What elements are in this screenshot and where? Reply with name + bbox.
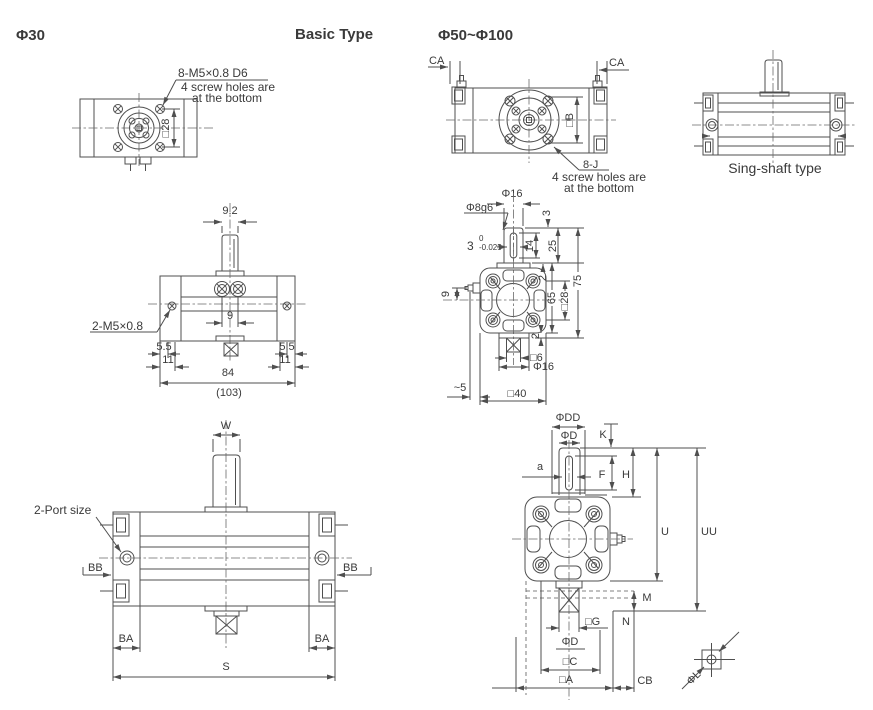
dim-f: F xyxy=(599,469,606,481)
dim-square6: □6 xyxy=(530,352,543,364)
note-screws-line2: at the bottom xyxy=(564,181,634,195)
dim-a: a xyxy=(537,461,544,473)
dim-84: 84 xyxy=(222,367,234,379)
dim-11-right: 11 xyxy=(279,354,290,366)
side-port xyxy=(464,282,481,294)
dim-ba-left: BA xyxy=(119,633,134,645)
dim-k: K xyxy=(599,429,607,441)
dim-square-g: □G xyxy=(585,616,600,628)
callout-2m5: 2-M5×0.8 xyxy=(92,319,143,333)
dim-ca-left: CA xyxy=(429,55,445,67)
corner-bolts xyxy=(485,273,541,328)
dim-14: 14 xyxy=(524,240,536,252)
dim-phi-d-bottom: ΦD xyxy=(562,636,579,648)
dim-11-left: 11 xyxy=(162,354,173,366)
dim-phi-d-top: ΦD xyxy=(561,430,578,442)
top-bolts xyxy=(456,75,603,88)
dim-square28: □28 xyxy=(160,119,172,138)
note-screws-line1: 4 screw holes are xyxy=(552,170,646,184)
callout-screws-spec: 8-M5×0.8 D6 xyxy=(178,66,248,80)
fig-phi30-top-view: □28 8-M5×0.8 D6 4 screw holes are at the… xyxy=(72,66,275,171)
dim-key-tol-upper: 0 xyxy=(479,234,484,243)
dim-approx5: ~5 xyxy=(454,382,467,394)
dim-square28: □28 xyxy=(559,292,571,311)
caption-single-shaft: Sing-shaft type xyxy=(728,160,822,176)
fig-phi50-front-view: Φ16 Φ8g6 3 0 -0.025 9 14 3 xyxy=(440,188,584,405)
dim-9-port: 9 xyxy=(440,291,452,297)
dim-phi-l: ΦL xyxy=(684,668,703,687)
header-phi50-100: Φ50~Φ100 xyxy=(438,27,513,44)
corner-bolts xyxy=(532,505,603,574)
dim-h: H xyxy=(622,469,630,481)
fig-single-shaft-view: Sing-shaft type xyxy=(692,50,856,176)
dim-75: 75 xyxy=(572,275,584,287)
dim-ba-right: BA xyxy=(315,633,330,645)
dim-ca-right: CA xyxy=(609,57,625,69)
callout-screws-line3: at the bottom xyxy=(192,91,262,105)
callout-port-size: 2-Port size xyxy=(34,503,92,517)
screw-holes xyxy=(113,104,165,152)
dim-cb: CB xyxy=(637,675,652,687)
dim-u: U xyxy=(661,526,669,538)
dim-103: (103) xyxy=(216,387,242,399)
dim-3: 3 xyxy=(541,210,553,216)
dim-25: 25 xyxy=(547,240,559,252)
header-basic-type: Basic Type xyxy=(295,26,373,43)
dim-phi-dd: ΦDD xyxy=(556,412,581,424)
dim-5-5-left: 5.5 xyxy=(156,341,171,353)
flange-screws xyxy=(504,95,554,145)
dim-bb-left: BB xyxy=(88,562,103,574)
header-phi30: Φ30 xyxy=(16,27,45,44)
dim-square-c: □C xyxy=(563,656,578,668)
dim-square-a: □A xyxy=(559,674,574,686)
dim-n: N xyxy=(622,616,630,628)
dim-key-tol-lower: -0.025 xyxy=(479,243,502,252)
dim-65: 65 xyxy=(546,292,558,304)
top-bolt-holes xyxy=(214,281,246,297)
mount-feet xyxy=(702,94,846,156)
fig-basic-front-view: W 2-Port size BB BB BA BA S xyxy=(34,420,372,681)
side-ports xyxy=(167,301,292,311)
dim-2-top: 2 xyxy=(537,275,549,281)
fig-dims-front-view: ΦDD ΦD K a F H U UU M N xyxy=(492,412,740,700)
dim-phi16-bottom: Φ16 xyxy=(533,361,554,373)
dim-phi16-top: Φ16 xyxy=(501,188,522,200)
fig-phi50-top-view: CA CA □B 8-J 4 screw holes are at the bo… xyxy=(428,55,646,195)
callout-8j: 8-J xyxy=(583,159,598,171)
dim-square-b: □B xyxy=(564,113,576,127)
phi-l-detail: ΦL xyxy=(681,631,740,690)
dim-key-width: 3 xyxy=(467,239,474,253)
dim-s: S xyxy=(222,661,229,673)
fig-phi30-front-view: 9.2 9 2-M5×0.8 5.5 5.5 11 11 84 xyxy=(90,203,309,399)
dim-square40: □40 xyxy=(508,388,527,400)
dim-2-bottom: 2 xyxy=(530,333,542,339)
dim-m: M xyxy=(642,592,651,604)
dim-phi8g6: Φ8g6 xyxy=(466,202,493,214)
dim-bb-right: BB xyxy=(343,562,358,574)
callout-screws-line2: 4 screw holes are xyxy=(181,80,275,94)
dim-uu: UU xyxy=(701,526,717,538)
dim-9: 9 xyxy=(227,310,233,322)
